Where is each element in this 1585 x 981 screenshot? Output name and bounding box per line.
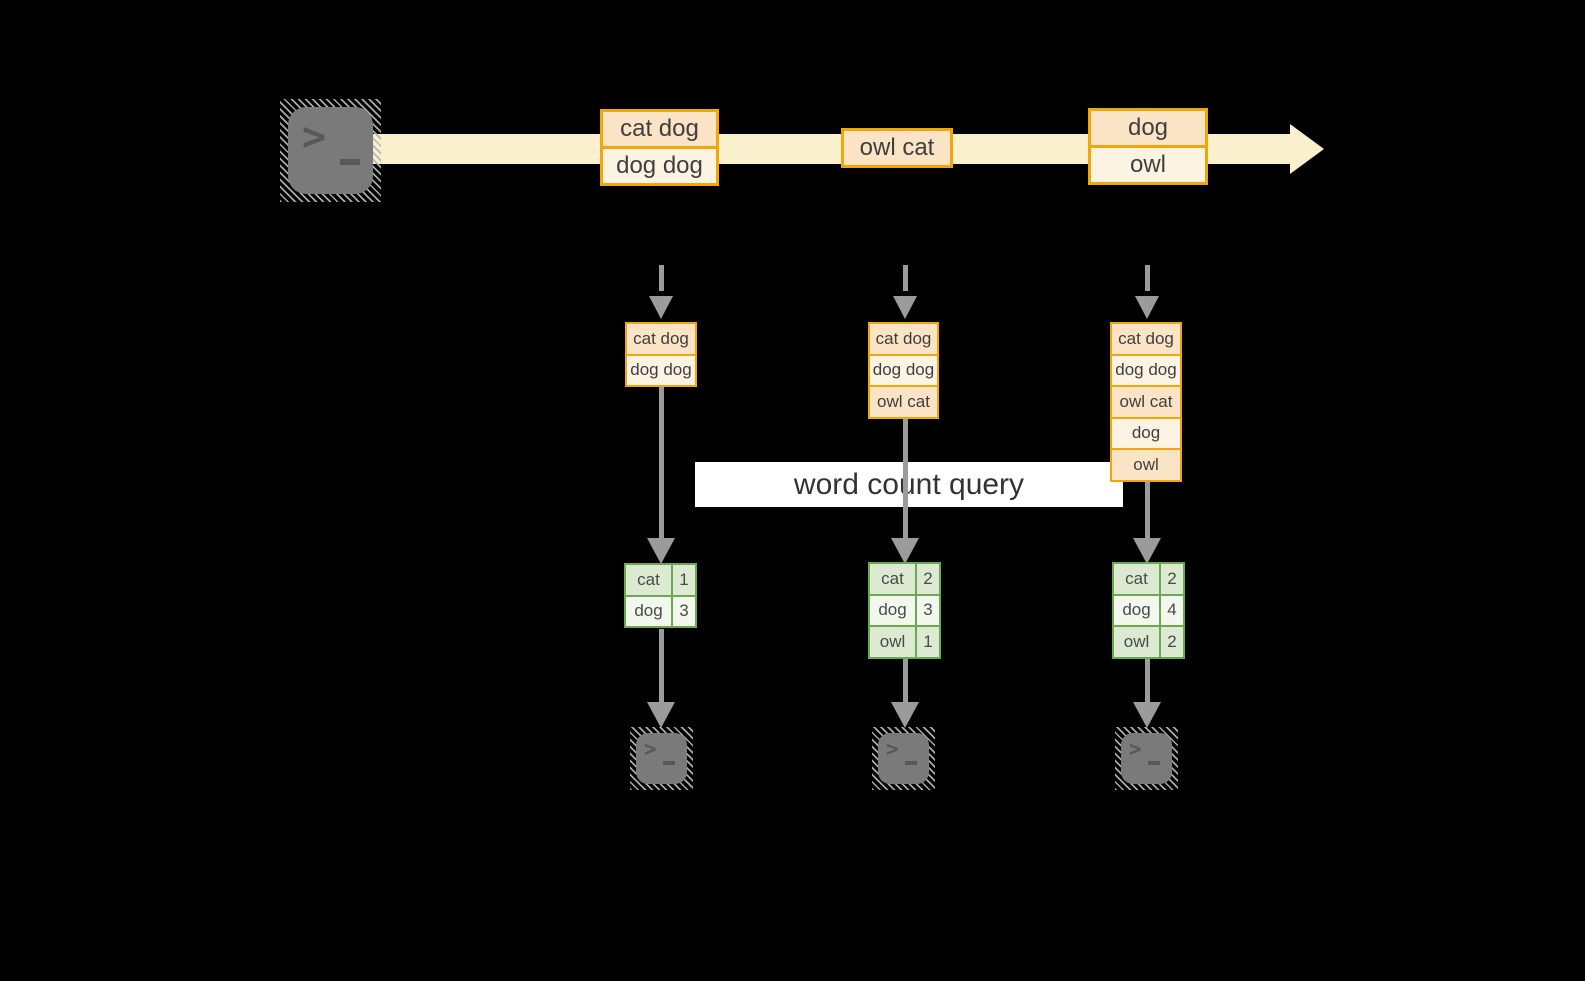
event-item: dog dog (627, 353, 695, 385)
event-item: owl (1112, 448, 1180, 480)
arrow-down-icon (649, 296, 673, 319)
arrow-down-icon (1133, 702, 1161, 728)
event-item: dog dog (1112, 353, 1180, 385)
count-cell: 2 (1159, 627, 1183, 657)
count-cell: 2 (915, 564, 939, 594)
stream-event: owl (1091, 145, 1205, 182)
query-label: word count query (695, 462, 1123, 507)
event-item: cat dog (627, 324, 695, 354)
terminal-icon: > (630, 727, 693, 790)
count-cell: 2 (1159, 564, 1183, 594)
prompt-chevron-icon: > (644, 737, 657, 761)
event-item: owl cat (1112, 385, 1180, 417)
word-cell: cat (1114, 564, 1159, 594)
arrow-line (658, 629, 664, 705)
dashed-arrow-line (1144, 265, 1150, 291)
table-row: dog 3 (626, 594, 695, 626)
count-cell: 1 (671, 565, 695, 595)
terminal-icon: > (1115, 727, 1178, 790)
count-cell: 3 (915, 595, 939, 625)
dashed-arrow-line (658, 265, 664, 291)
arrow-down-icon (893, 296, 917, 319)
event-list-1: cat dog dog dog (625, 322, 697, 387)
stream-batch-1: cat dog dog dog (600, 109, 719, 186)
arrow-down-icon (647, 702, 675, 728)
arrow-line (902, 658, 908, 705)
event-list-3: cat dog dog dog owl cat dog owl (1110, 322, 1182, 482)
event-item: cat dog (870, 324, 937, 354)
count-cell: 4 (1159, 595, 1183, 625)
word-cell: dog (1114, 595, 1159, 625)
terminal-screen: > (1121, 733, 1172, 784)
terminal-screen: > (636, 733, 687, 784)
event-item: dog (1112, 416, 1180, 448)
word-cell: owl (1114, 627, 1159, 657)
word-cell: cat (626, 565, 671, 595)
stream-event: dog (1091, 111, 1205, 145)
stream-batch-3: dog owl (1088, 108, 1208, 185)
event-list-2: cat dog dog dog owl cat (868, 322, 939, 419)
word-cell: dog (626, 596, 671, 626)
count-cell: 1 (915, 627, 939, 657)
word-cell: cat (870, 564, 915, 594)
count-table-1: cat 1 dog 3 (624, 563, 697, 628)
event-item: cat dog (1112, 324, 1180, 354)
arrow-down-icon (891, 538, 919, 564)
prompt-underscore-icon (663, 761, 675, 765)
arrow-line (1144, 657, 1150, 705)
table-row: dog 3 (870, 593, 939, 625)
arrow-line (658, 387, 664, 542)
event-item: owl cat (870, 385, 937, 417)
stream-event: dog dog (603, 146, 716, 183)
word-cell: owl (870, 627, 915, 657)
arrow-down-icon (1135, 296, 1159, 319)
arrow-line (902, 418, 908, 542)
table-row: cat 1 (626, 565, 695, 595)
terminal-icon: > (280, 99, 381, 202)
prompt-underscore-icon (905, 761, 917, 765)
prompt-chevron-icon: > (1129, 737, 1142, 761)
table-row: cat 2 (870, 564, 939, 594)
count-table-3: cat 2 dog 4 owl 2 (1112, 562, 1185, 659)
arrow-down-icon (647, 538, 675, 564)
prompt-chevron-icon: > (302, 114, 327, 160)
stream-arrowhead-icon (1290, 124, 1324, 174)
word-cell: dog (870, 595, 915, 625)
terminal-screen: > (288, 107, 373, 194)
arrow-line (1144, 482, 1150, 542)
arrow-down-icon (1133, 538, 1161, 564)
arrow-down-icon (891, 702, 919, 728)
prompt-underscore-icon (1148, 761, 1160, 765)
dashed-arrow-line (902, 265, 908, 291)
stream-batch-2: owl cat (841, 128, 953, 168)
count-cell: 3 (671, 596, 695, 626)
table-row: owl 2 (1114, 625, 1183, 657)
stream-event: cat dog (603, 112, 716, 146)
prompt-chevron-icon: > (886, 737, 899, 761)
table-row: dog 4 (1114, 593, 1183, 625)
stream-event: owl cat (844, 131, 950, 165)
table-row: cat 2 (1114, 564, 1183, 594)
prompt-underscore-icon (340, 159, 360, 165)
count-table-2: cat 2 dog 3 owl 1 (868, 562, 941, 659)
event-item: dog dog (870, 353, 937, 385)
table-row: owl 1 (870, 625, 939, 657)
terminal-screen: > (878, 733, 929, 784)
terminal-icon: > (872, 727, 935, 790)
